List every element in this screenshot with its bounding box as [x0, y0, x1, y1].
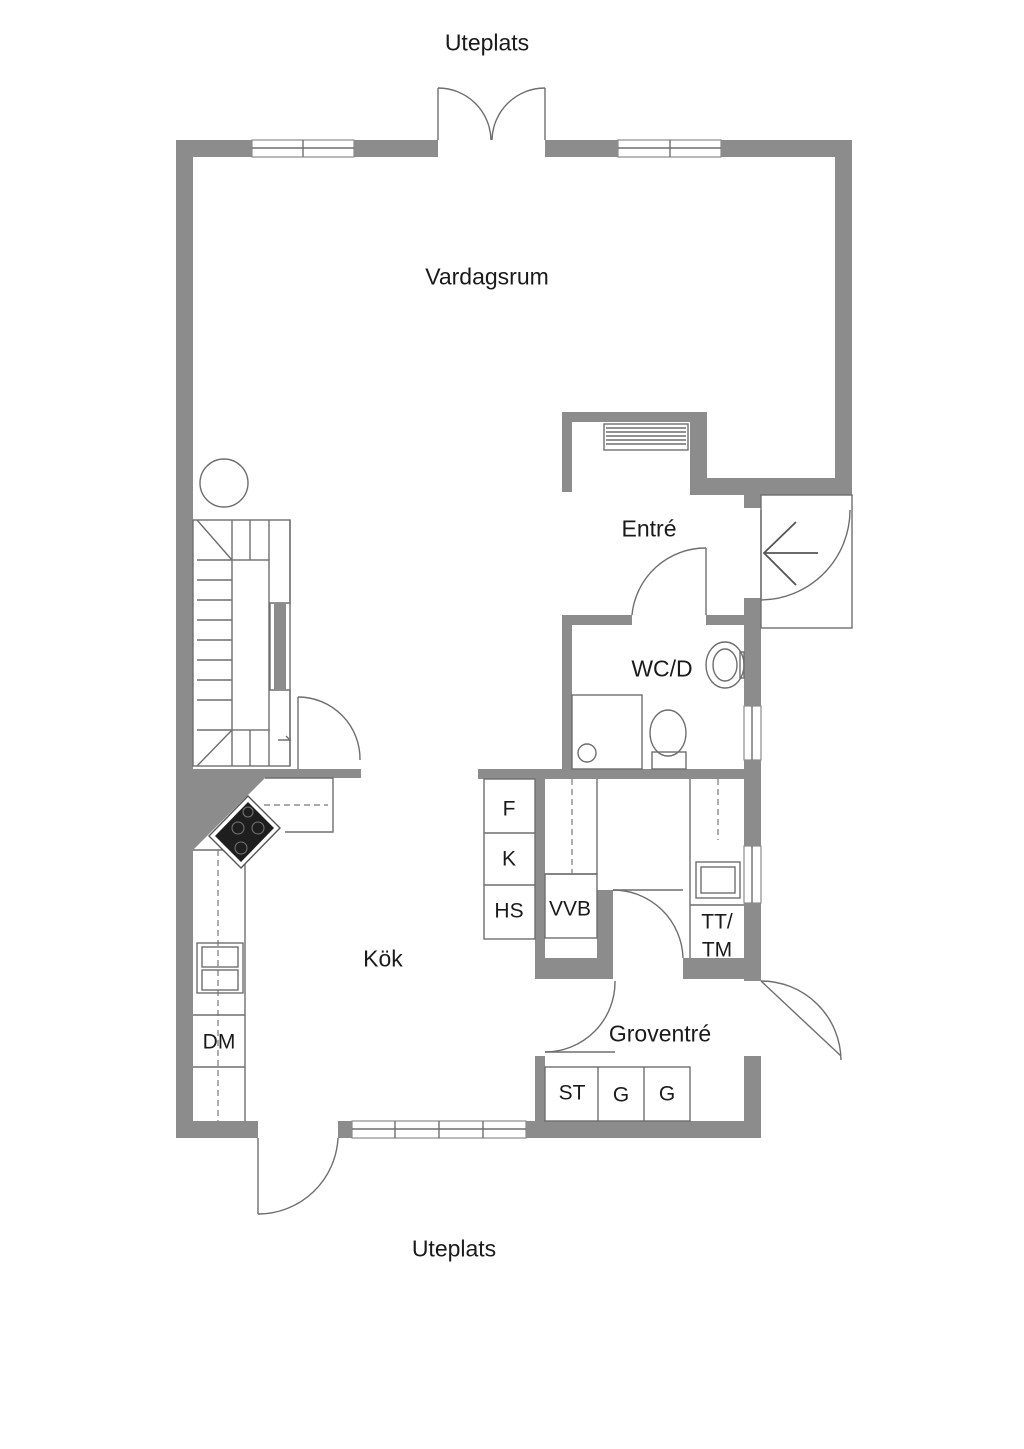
label-kok: Kök [363, 945, 403, 972]
exterior-walls [176, 140, 852, 1138]
doors [257, 87, 853, 1215]
staircase [192, 519, 292, 767]
label-vardagsrum: Vardagsrum [425, 263, 549, 290]
label-tt: TT/ [701, 910, 733, 934]
label-hs: HS [494, 899, 524, 923]
label-f: F [502, 797, 516, 821]
label-uteplats-bottom: Uteplats [411, 1235, 497, 1262]
kitchen-counter-left [193, 777, 334, 1121]
label-g1: G [612, 1083, 630, 1107]
label-tm: TM [701, 938, 733, 962]
wc-fixtures [571, 641, 745, 770]
label-g2: G [658, 1082, 676, 1106]
label-uteplats-top: Uteplats [444, 29, 530, 56]
hall-cabinets [544, 1066, 691, 1122]
label-wc: WC/D [631, 655, 693, 682]
label-dm: DM [202, 1030, 236, 1054]
entrance-arrow [762, 521, 818, 586]
interior-walls [176, 615, 761, 1136]
laundry-cabinets [689, 779, 744, 958]
label-k: K [501, 847, 517, 871]
radiator [603, 423, 689, 451]
kitchen-cabinets-right [483, 778, 598, 940]
label-entre: Entré [621, 515, 677, 542]
label-st: ST [558, 1081, 586, 1105]
round-stove [199, 458, 249, 508]
label-vvb: VVB [548, 897, 592, 921]
label-groventre: Groventré [608, 1020, 712, 1047]
windows [251, 139, 762, 1139]
